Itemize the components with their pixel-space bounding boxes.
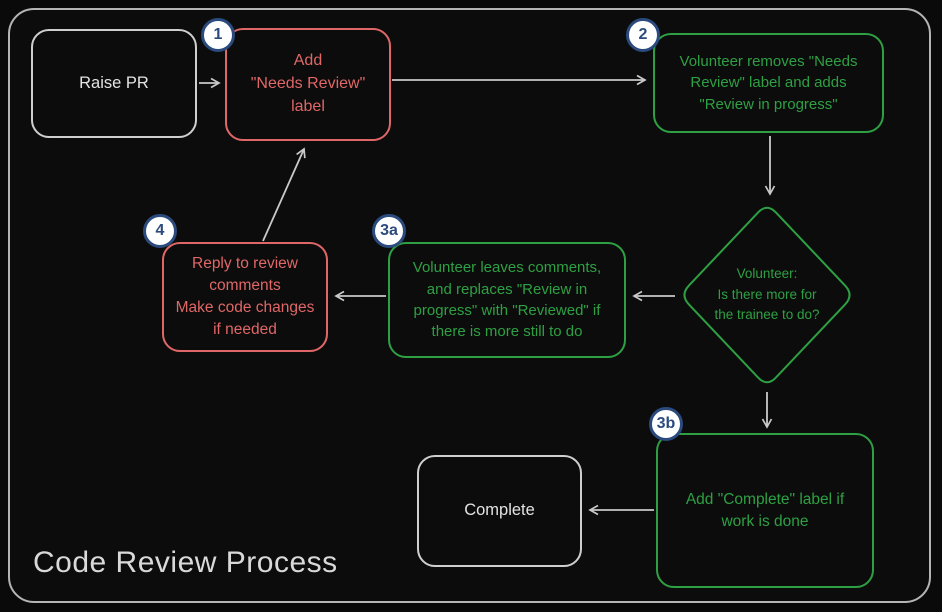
step-badge-2: 2 xyxy=(626,18,660,52)
node-volunteer-leaves-comments: Volunteer leaves comments, and replaces … xyxy=(388,242,626,358)
node-raise-pr-label: Raise PR xyxy=(79,73,149,92)
node-volunteer-removes-label: Volunteer removes "Needs Review" label a… xyxy=(653,33,884,133)
node-add-needs-review-label-text: Add "Needs Review" label xyxy=(250,52,366,115)
arrow-step4-to-step1 xyxy=(262,147,306,242)
node-complete-label: Complete xyxy=(464,501,535,520)
step-badge-3b: 3b xyxy=(649,407,683,441)
node-decision-label: Volunteer: Is there more for the trainee… xyxy=(714,265,820,323)
node-decision-diamond: Volunteer: Is there more for the trainee… xyxy=(677,200,857,390)
step-badge-3a: 3a xyxy=(372,214,406,248)
node-reply-to-review-comments-text: Reply to review comments Make code chang… xyxy=(175,255,315,338)
step-badge-1: 1 xyxy=(201,18,235,52)
node-reply-to-review-comments: Reply to review comments Make code chang… xyxy=(162,242,328,352)
step-badge-4: 4 xyxy=(143,214,177,248)
node-add-needs-review-label: Add "Needs Review" label xyxy=(225,28,391,141)
diagram-title: Code Review Process xyxy=(33,546,338,579)
node-add-complete-label-text: Add "Complete" label if work is done xyxy=(685,490,845,530)
decision-diamond-shape xyxy=(683,206,851,384)
node-raise-pr: Raise PR xyxy=(31,29,197,138)
node-complete: Complete xyxy=(417,455,582,567)
node-volunteer-removes-label-text: Volunteer removes "Needs Review" label a… xyxy=(679,53,858,113)
node-volunteer-leaves-comments-text: Volunteer leaves comments, and replaces … xyxy=(412,259,602,341)
node-add-complete-label: Add "Complete" label if work is done xyxy=(656,433,874,588)
